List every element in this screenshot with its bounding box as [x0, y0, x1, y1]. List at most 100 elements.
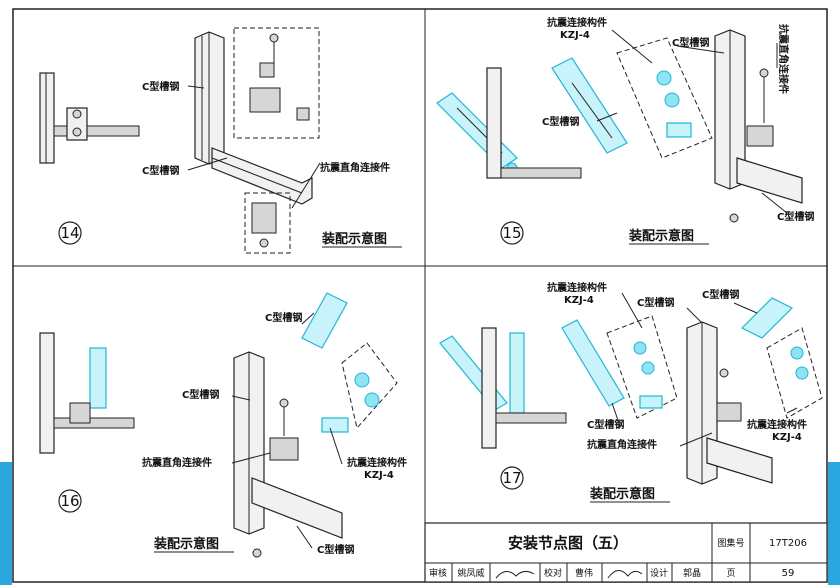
sig-check-handwriting [607, 570, 643, 579]
p16-detail-box [341, 342, 398, 430]
p16-number: 16 [60, 492, 79, 510]
p17-bolt [719, 368, 729, 378]
p17-kzj4-part-1 [639, 395, 663, 409]
p16-c-channel-horizontal [251, 477, 343, 539]
page-label: 页 [726, 568, 735, 579]
sig-check-label: 校对 [544, 567, 562, 579]
p17-label-seismic-part-2: 抗震连接构件 [747, 418, 807, 431]
p15-beam [500, 167, 582, 179]
p17-detail-box-2 [766, 327, 823, 419]
p14-label-c-channel-1: C型槽钢 [142, 80, 179, 93]
p15-cyan-channel [551, 57, 628, 154]
p17-cyan-column-brace [509, 332, 525, 414]
sig-review-label: 审核 [429, 567, 447, 579]
atlas-number-label: 图集号 [717, 537, 744, 549]
p17-label-c-channel-1: C型槽钢 [637, 296, 674, 309]
p15-detail-box [616, 37, 713, 159]
sig-design-label: 设计 [650, 567, 668, 579]
p17-label-kzj4-1: KZJ-4 [564, 295, 594, 306]
p15-label-angle-connector: 抗震直角连接件 [777, 24, 790, 94]
p17-detail-box-1 [606, 315, 678, 419]
p17-column [481, 327, 497, 449]
p14-number: 14 [60, 224, 79, 242]
p17-cyan-nut-4 [795, 366, 809, 380]
p14-c-channel-horizontal [211, 147, 313, 205]
panel-16: C型槽钢 C型槽钢 抗震直角连接件 抗震连接构件 KZJ-4 C型槽钢 16 装… [39, 292, 407, 558]
p15-angle-connector [746, 125, 774, 147]
p17-label-c-channel-2: C型槽钢 [702, 288, 739, 301]
p15-number: 15 [502, 224, 521, 242]
p14-label-c-channel-2: C型槽钢 [142, 164, 179, 177]
p15-label-seismic-part: 抗震连接构件 [547, 16, 607, 29]
p15-caption: 装配示意图 [628, 228, 694, 244]
p16-label-c-channel-3: C型槽钢 [317, 543, 354, 556]
p17-number-circle [500, 466, 524, 490]
p16-angle-connector [269, 437, 299, 461]
sheet-border [12, 8, 828, 583]
p14-detail-box-lower [244, 192, 291, 254]
p14-beam-section [53, 125, 140, 137]
p16-cyan-channel [301, 292, 348, 349]
left-blue-strip [0, 462, 12, 585]
sig-check-name: 曹伟 [575, 567, 593, 579]
p14-bracket [66, 107, 88, 141]
drawing-sheet: C型槽钢 C型槽钢 抗震直角连接件 14 装配示意图 [12, 8, 828, 583]
p16-bracket [69, 402, 91, 424]
p15-label-c-channel-2: C型槽钢 [542, 115, 579, 128]
p16-caption: 装配示意图 [153, 536, 219, 552]
p15-number-circle [500, 221, 524, 245]
p17-cyan-nut-3 [790, 346, 804, 360]
p14-detail-box [233, 27, 320, 139]
sig-review-name: 姚凤威 [457, 567, 484, 579]
p17-c-channel-horizontal [706, 437, 773, 484]
p14-number-circle [58, 221, 82, 245]
p15-cyan-nut-2 [664, 92, 680, 108]
panel-17: 抗震连接构件 KZJ-4 C型槽钢 C型槽钢 C型槽钢 抗震直角连接件 抗震连接… [439, 281, 823, 503]
page-number: 59 [782, 568, 795, 579]
drawing-title: 安装节点图（五） [508, 534, 628, 552]
panel-14: C型槽钢 C型槽钢 抗震直角连接件 14 装配示意图 [39, 27, 402, 254]
p16-label-c-channel-1: C型槽钢 [265, 311, 302, 324]
p17-cyan-channel-2 [740, 297, 794, 339]
p14-label-angle-connector: 抗震直角连接件 [320, 161, 390, 174]
p17-cyan-nut-2 [641, 361, 655, 375]
p17-label-c-channel-3: C型槽钢 [587, 418, 624, 431]
p14-caption: 装配示意图 [321, 231, 387, 247]
p17-cyan-channel-1 [561, 319, 625, 407]
p14-nut [259, 62, 275, 78]
p15-cyan-nut-1 [656, 70, 672, 86]
p15-label-c-channel-3: C型槽钢 [777, 210, 814, 223]
right-blue-strip [828, 462, 840, 585]
p14-angle-connector [249, 87, 281, 113]
p15-column [486, 67, 502, 179]
p16-kzj4-part [321, 417, 349, 433]
p16-beam [53, 417, 135, 429]
panel-15: 抗震连接构件 KZJ-4 C型槽钢 C型槽钢 抗震直角连接件 C型槽钢 15 装… [436, 16, 814, 245]
p17-number: 17 [502, 469, 521, 487]
p16-cyan-nut-1 [354, 372, 370, 388]
p16-bolt [279, 398, 289, 408]
p17-label-kzj4-2: KZJ-4 [772, 432, 802, 443]
p15-label-kzj4: KZJ-4 [560, 30, 590, 41]
p14-channel-nut [296, 107, 310, 121]
p16-column [39, 332, 55, 454]
p16-label-angle-connector: 抗震直角连接件 [142, 456, 212, 469]
p15-label-c-channel-1: C型槽钢 [672, 36, 709, 49]
p17-caption: 装配示意图 [589, 486, 655, 502]
p16-cyan-nut-2 [364, 392, 380, 408]
p17-label-angle-connector: 抗震直角连接件 [587, 438, 657, 451]
p16-label-c-channel-2: C型槽钢 [182, 388, 219, 401]
p16-number-circle [58, 489, 82, 513]
sig-review-handwriting [495, 570, 535, 579]
p16-label-seismic-part: 抗震连接构件 [347, 456, 407, 469]
p14-bolt [269, 33, 279, 43]
p17-beam [495, 412, 567, 424]
p15-kzj4-part [666, 122, 692, 138]
p17-label-seismic-part-1: 抗震连接构件 [547, 281, 607, 294]
p15-bolt [759, 68, 769, 78]
p16-label-kzj4: KZJ-4 [364, 470, 394, 481]
p15-c-channel-horizontal [736, 157, 803, 204]
atlas-number: 17T206 [769, 538, 807, 549]
p16-cyan-brace [89, 347, 107, 409]
p14-column [39, 72, 55, 164]
